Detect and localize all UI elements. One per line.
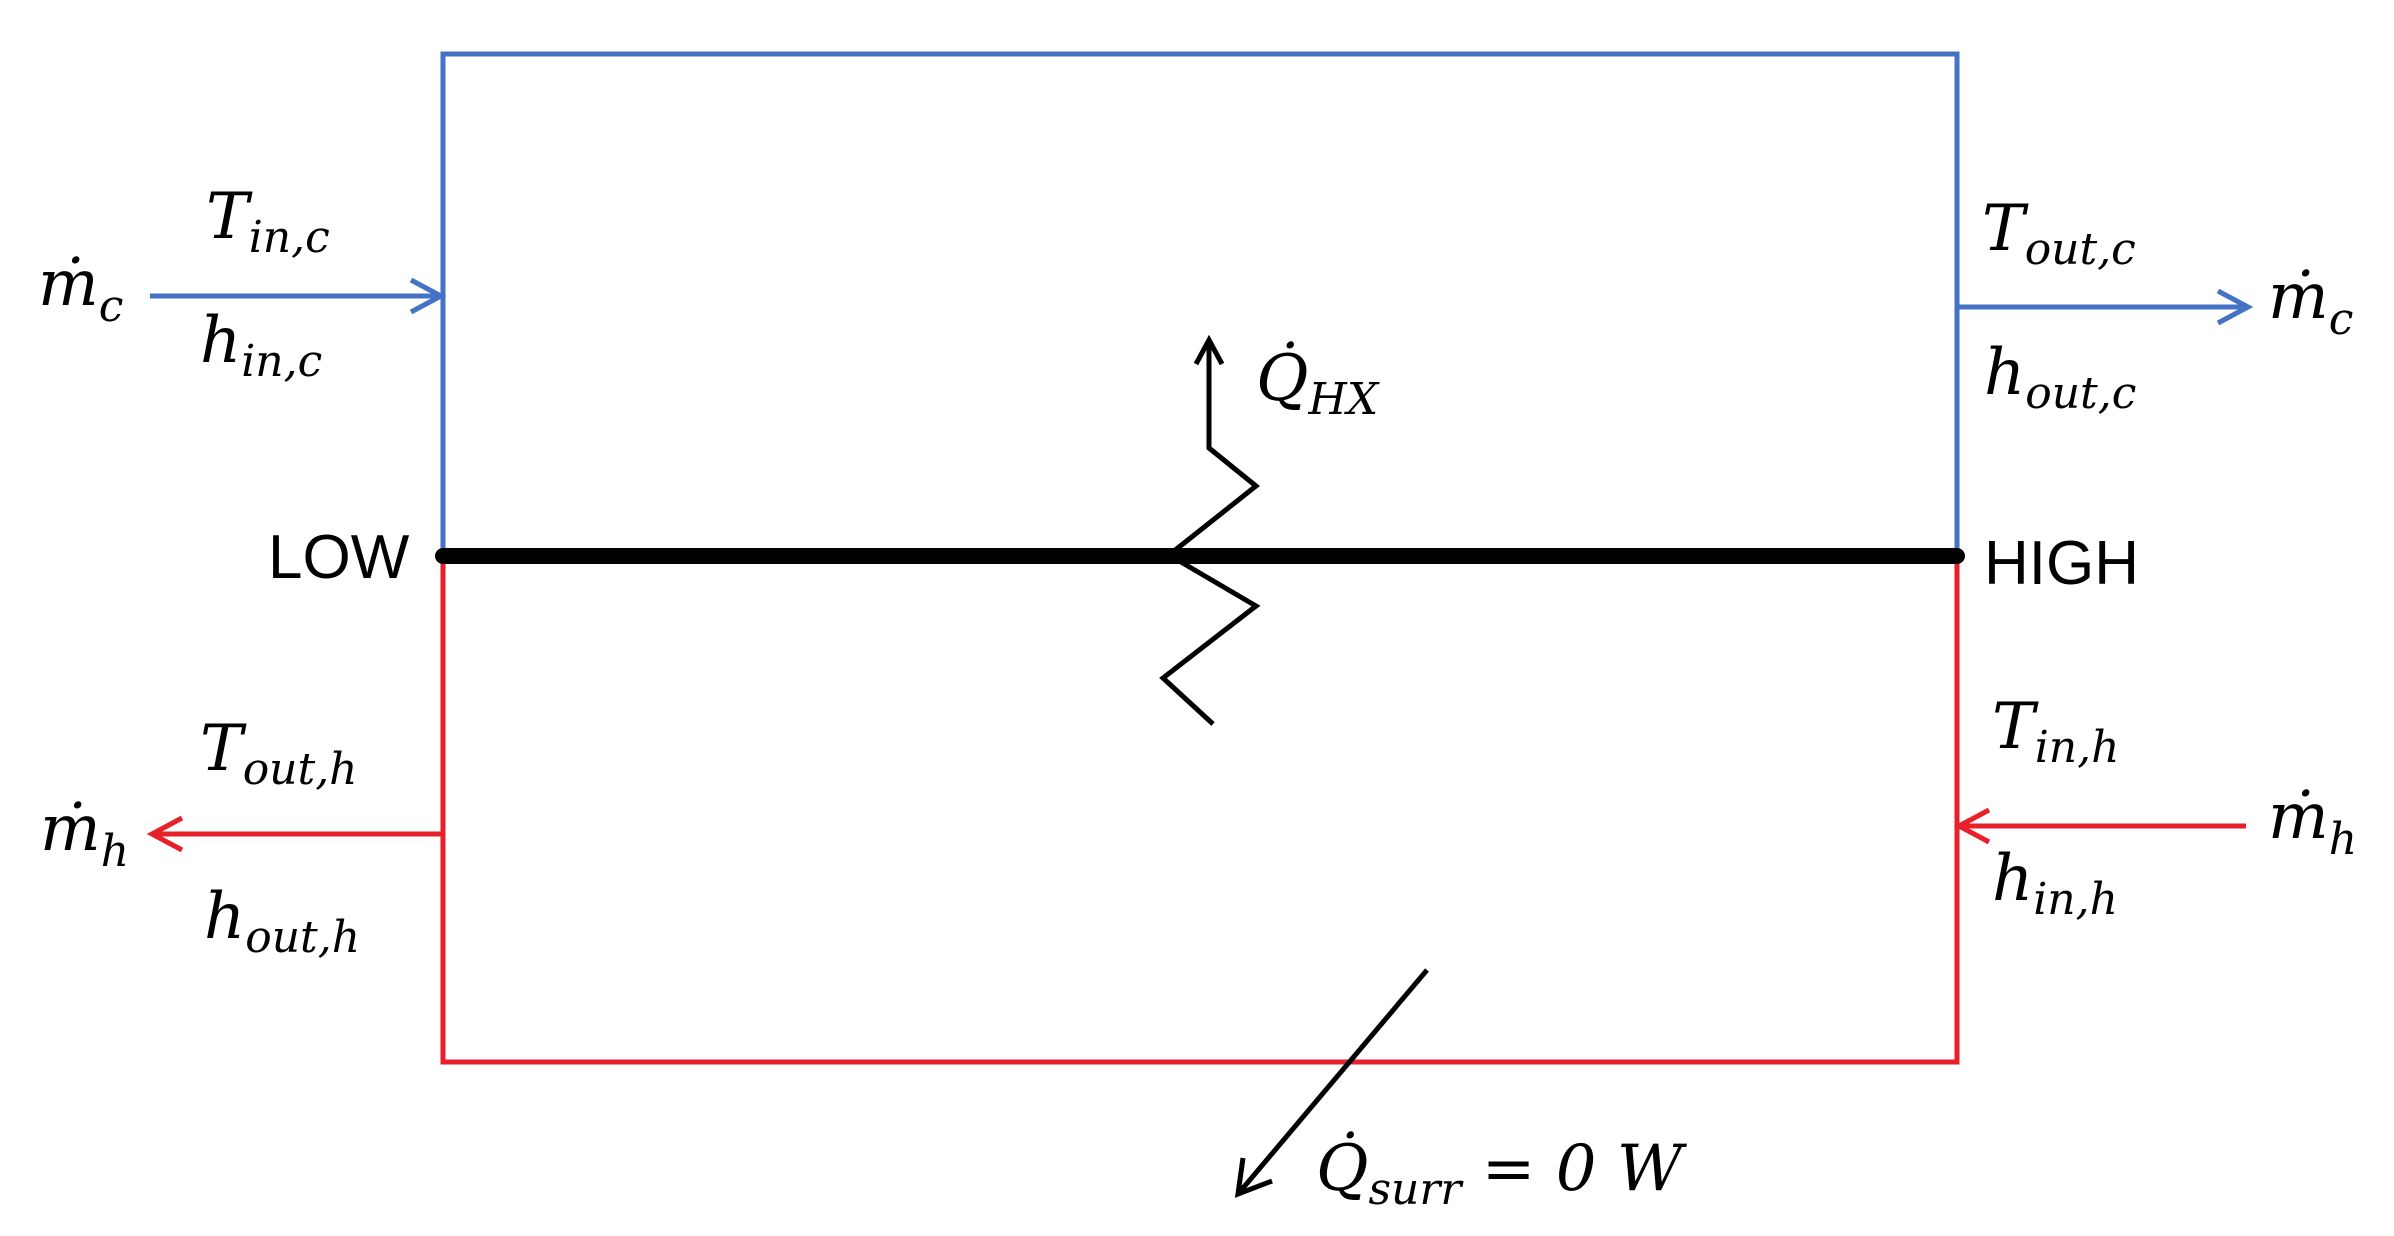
- high-label: HIGH: [1984, 529, 2139, 598]
- h-out-c-label: hout,c: [1984, 336, 2136, 419]
- heat-loss-arrow: [1234, 968, 1429, 1198]
- h-in-c-label: hin,c: [200, 304, 322, 387]
- h-in-h-label: hin,h: [1992, 842, 2118, 925]
- cold-outlet-arrow: [1957, 288, 2254, 326]
- mdot-h-inlet-label: ṁh: [2268, 780, 2357, 865]
- heat-transfer-zigzag-arrow: [1159, 334, 1261, 726]
- cold-inlet-arrow: [150, 277, 447, 315]
- mdot-h-outlet-label: ṁh: [40, 792, 129, 877]
- hot-outlet-arrow: [146, 815, 443, 853]
- t-in-h-label: Tin,h: [1992, 690, 2119, 773]
- h-out-h-label: hout,h: [204, 880, 360, 963]
- t-out-c-label: Tout,c: [1982, 192, 2136, 275]
- hot-stream-boundary: [440, 556, 1960, 1065]
- mdot-c-outlet-label: ṁc: [2268, 260, 2353, 345]
- q-hx-label: Q̇HX: [1256, 340, 1380, 425]
- t-out-h-label: Tout,h: [200, 712, 358, 795]
- cold-stream-boundary: [440, 51, 1960, 556]
- hot-inlet-arrow: [1953, 807, 2246, 845]
- q-surr-label: Q̇surr = 0 W: [1316, 1130, 1688, 1215]
- t-in-c-label: Tin,c: [206, 180, 330, 263]
- mdot-c-inlet-label: ṁc: [38, 247, 123, 332]
- low-label: LOW: [268, 523, 410, 592]
